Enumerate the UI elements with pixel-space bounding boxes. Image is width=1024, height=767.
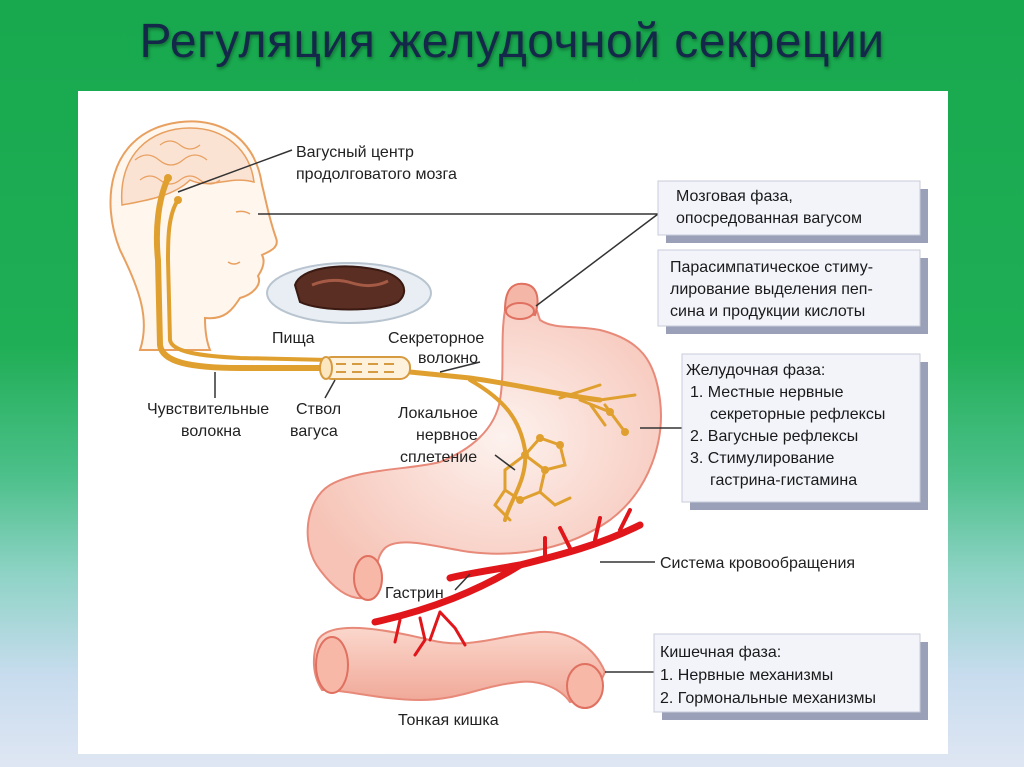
gastric-vessel (446, 521, 644, 582)
vagal-branch (468, 378, 528, 522)
box-cephalic-line1: Мозговая фаза, (676, 188, 793, 205)
brain-icon (120, 127, 255, 206)
brain-folds (134, 140, 221, 185)
slide-title: Регуляция желудочной секреции (139, 15, 885, 68)
box-gastric-line6: гастрина-гистамина (710, 472, 857, 489)
label-vagus-trunk-line2: вагуса (290, 423, 338, 440)
label-plexus-line1: Локальное (398, 405, 478, 422)
box-gastric-line3: секреторные рефлексы (710, 406, 885, 423)
label-food: Пища (272, 330, 315, 347)
small-intestine-illustration (312, 626, 607, 709)
box-intestinal-phase: Кишечная фаза: 1. Нервные механизмы 2. Г… (653, 633, 928, 720)
label-plexus-line3: сплетение (400, 449, 477, 466)
stomach-illustration (306, 282, 662, 601)
nerve-pathways (153, 174, 637, 522)
box-gastric-line1: Желудочная фаза: (686, 362, 825, 379)
box-intestinal-line2: 1. Нервные механизмы (660, 667, 833, 684)
label-small-intestine: Тонкая кишка (398, 712, 499, 729)
box-intestinal-line3: 2. Гормональные механизмы (660, 690, 876, 707)
vagus-trunk-illustration (319, 356, 411, 380)
box-para-line3: сина и продукции кислоты (670, 303, 865, 320)
blood-vessels (371, 508, 644, 657)
steak-icon (293, 265, 406, 311)
label-secretory-line1: Секреторное (388, 330, 484, 347)
label-vagus-trunk-line1: Ствол (296, 401, 341, 418)
nose-nostril (227, 261, 241, 265)
stomach-nerve-endings (558, 383, 637, 434)
label-secretory-line2: волокно (418, 350, 478, 367)
intestine-opening-left (315, 636, 349, 694)
label-vagus-center-line2: продолговатого мозга (296, 166, 457, 183)
box-parasympathetic: Парасимпатическое стиму- лирование выдел… (657, 249, 928, 334)
label-plexus-line2: нервное (416, 427, 478, 444)
leader-lines (177, 149, 685, 673)
box-intestinal-line1: Кишечная фаза: (660, 644, 781, 661)
vagus-fiber (165, 198, 332, 362)
intestine-body (312, 626, 607, 704)
gastrin-vessel (371, 561, 524, 626)
box-gastric-line5: 3. Стимулирование (690, 450, 835, 467)
box-para-line2: лирование выделения пеп- (670, 281, 873, 298)
stomach-body (306, 303, 662, 600)
label-sensory-line1: Чувствительные (147, 401, 269, 418)
label-sensory-line2: волокна (181, 423, 241, 440)
box-cephalic-line2: опосредованная вагусом (676, 210, 862, 227)
duodenum-opening (353, 555, 383, 601)
box-gastric-line2: 1. Местные нервные (690, 384, 844, 401)
food-plate-illustration (266, 262, 432, 324)
label-vagus-center-line1: Вагусный центр (296, 144, 414, 161)
box-para-line1: Парасимпатическое стиму- (670, 259, 873, 276)
label-gastrin: Гастрин (385, 585, 444, 602)
eye-icon (235, 210, 251, 215)
intestine-opening-right (566, 663, 604, 709)
box-gastric-phase: Желудочная фаза: 1. Местные нервные секр… (681, 353, 928, 510)
label-circulation: Система кровообращения (660, 555, 855, 572)
secretory-fiber (407, 369, 603, 403)
head-illustration (109, 120, 278, 351)
box-gastric-line4: 2. Вагусные рефлексы (690, 428, 858, 445)
box-cephalic-phase: Мозговая фаза, опосредованная вагусом (657, 180, 928, 243)
sensory-fiber (153, 175, 333, 371)
